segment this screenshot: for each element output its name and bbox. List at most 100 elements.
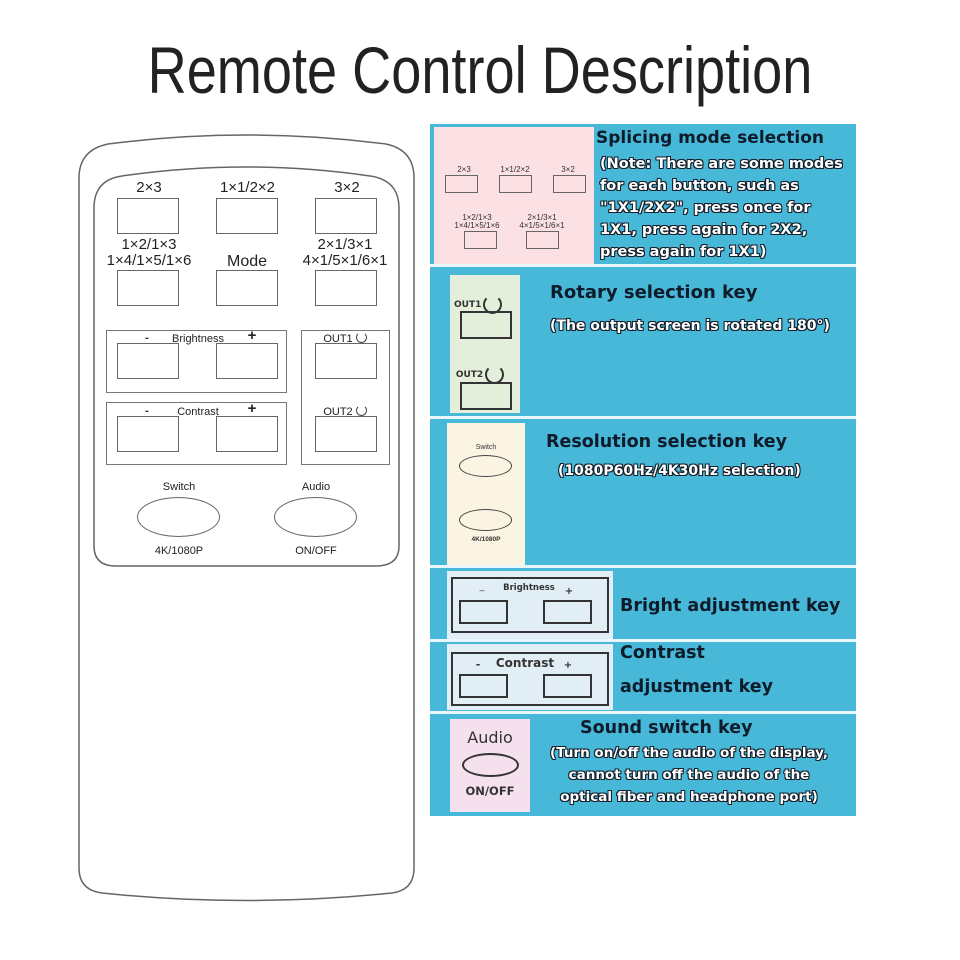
row-title: Sound switch key [580,718,753,738]
row-title: Splicing mode selection [596,128,824,148]
contrast-plus-label: + [247,400,257,417]
contrast-plus-button[interactable] [216,416,278,452]
page-title: Remote Control Description [147,33,813,107]
audio-toggle-button[interactable] [274,497,357,537]
row-resolution-selection: Switch 4K/1080P Resolution selection key… [430,419,856,568]
thumb-out1-wrap: OUT1 [454,295,503,314]
thumb-oval [459,509,512,531]
thumb-button [459,674,508,698]
out2-label-wrap: OUT2 [305,404,385,420]
thumb-label: OUT2 [455,370,484,380]
button-2x3[interactable] [117,198,179,234]
row-title-line: adjustment key [620,677,774,697]
row-desc-line: optical fiber and headphone port) [560,789,818,805]
row-brightness-adjustment: – Brightness + Bright adjustment key [430,568,856,642]
thumb-button [553,175,586,193]
thumb-splicing: 2×3 1×1/2×2 3×2 1×2/1×3 1×4/1×5/1×6 2×1/… [434,127,594,264]
brightness-plus-label: + [247,327,257,344]
switch-label: Switch [162,481,196,493]
thumb-label: Switch [475,444,497,451]
out2-label: OUT2 [323,406,353,418]
button-2x1-3x1[interactable] [315,270,377,306]
row-title-line: Contrast [620,643,705,663]
thumb-button [460,311,512,339]
thumb-label: 2×1/3×1 [527,213,557,222]
button-label-mode: Mode [226,253,268,270]
brightness-label: Brightness [172,333,224,345]
brightness-minus-button[interactable] [117,343,179,379]
row-rotary-selection: OUT1 OUT2 Rotary selection key (The outp… [430,267,856,419]
button-label-2x3: 2×3 [136,179,162,196]
button-label-2x1-line2: 4×1/5×1/6×1 [302,252,388,269]
audio-sub-label: ON/OFF [295,545,337,557]
thumb-label: – [479,585,485,595]
thumb-label: + [563,660,573,671]
audio-label: Audio [301,481,331,493]
output-rotate-group [301,330,390,465]
thumb-button [543,600,592,624]
thumb-label: 3×2 [561,165,575,174]
contrast-minus-label: - [145,405,149,417]
thumb-oval [459,455,512,477]
out1-label: OUT1 [323,333,353,345]
switch-resolution-button[interactable] [137,497,220,537]
out1-label-wrap: OUT1 [305,331,385,347]
thumb-brightness: – Brightness + [447,571,613,639]
thumb-label: - [475,658,481,671]
button-label-2x1-line1: 2×1/3×1 [317,236,373,253]
brightness-plus-button[interactable] [216,343,278,379]
thumb-rotary: OUT1 OUT2 [450,275,520,413]
contrast-group [106,402,287,465]
thumb-label: 1×4/1×5/1×6 [454,221,500,230]
thumb-label: 1×1/2×2 [500,165,530,174]
thumb-label: Brightness [503,583,555,593]
thumb-audio: Audio ON/OFF [450,719,530,812]
row-desc-line: (Note: There are some modes [600,156,843,172]
row-desc-line: (1080P60Hz/4K30Hz selection) [558,463,801,479]
thumb-resolution: Switch 4K/1080P [447,423,525,565]
thumb-label: 2×3 [457,165,471,174]
thumb-button [445,175,478,193]
contrast-label: Contrast [177,406,219,418]
row-sound-switch: Audio ON/OFF Sound switch key (Turn on/o… [430,714,856,816]
button-mode[interactable] [216,270,278,306]
thumb-oval [462,753,519,777]
row-desc-line: for each button, such as [600,178,799,194]
thumb-group [451,652,609,706]
button-label-1x2-line2: 1×4/1×5/1×6 [106,252,192,269]
row-desc-line: (Turn on/off the audio of the display, [549,745,829,761]
thumb-label: + [564,586,574,597]
thumb-group [451,577,609,633]
row-desc-line: 1X1, press again for 2X2, [600,222,808,238]
row-title: Resolution selection key [546,432,788,452]
thumb-contrast: - Contrast + [447,644,613,710]
contrast-minus-button[interactable] [117,416,179,452]
thumb-button [543,674,592,698]
brightness-group [106,330,287,393]
out2-rotate-button[interactable] [315,416,377,452]
button-1x1-2x2[interactable] [216,198,278,234]
row-title: Rotary selection key [550,282,758,303]
thumb-button [464,231,497,249]
thumb-label: 4K/1080P [471,536,501,543]
thumb-label: OUT1 [454,300,482,310]
out1-rotate-button[interactable] [315,343,377,379]
rotate-icon [355,405,367,416]
row-contrast-adjustment: - Contrast + Contrast adjustment key [430,642,856,714]
thumb-button [459,600,508,624]
thumb-button [499,175,532,193]
button-label-1x1-2x2: 1×1/2×2 [219,179,276,196]
button-1x2-1x3[interactable] [117,270,179,306]
row-title: Bright adjustment key [620,596,841,616]
row-desc-line: cannot turn off the audio of the [568,767,810,783]
button-3x2[interactable] [315,198,377,234]
thumb-label: 1×2/1×3 [462,213,492,222]
row-splicing-mode: 2×3 1×1/2×2 3×2 1×2/1×3 1×4/1×5/1×6 2×1/… [430,124,856,267]
thumb-label: 4×1/5×1/6×1 [519,221,565,230]
thumb-label: ON/OFF [465,784,515,798]
thumb-button [526,231,559,249]
row-desc-line: "1X1/2X2", press once for [600,200,811,216]
thumb-button [460,382,512,410]
key-description-panel: 2×3 1×1/2×2 3×2 1×2/1×3 1×4/1×5/1×6 2×1/… [430,124,856,816]
switch-sub-label: 4K/1080P [154,545,204,557]
